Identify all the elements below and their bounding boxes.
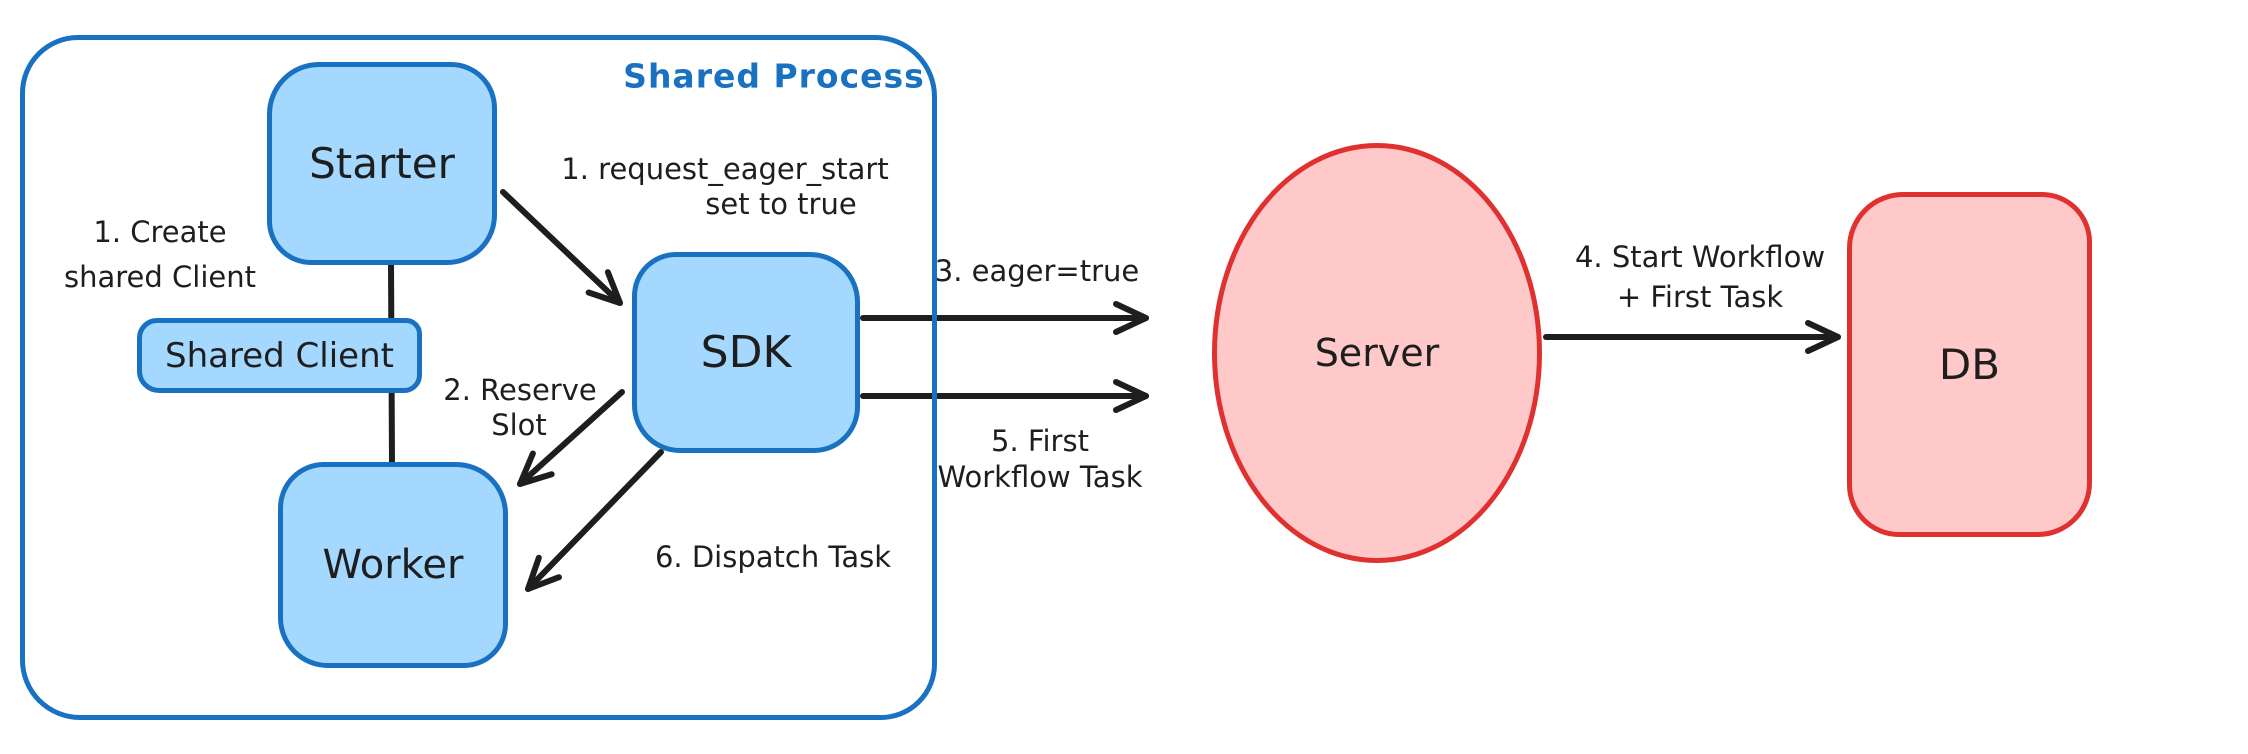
node-worker-label: Worker — [322, 542, 464, 588]
edge-label-eager-true: 3. eager=true — [934, 254, 1140, 288]
edge-label-request-eager-line2: set to true — [705, 187, 857, 221]
arrow-6-sdk-to-worker — [525, 449, 664, 592]
node-shared-client: Shared Client — [137, 318, 422, 393]
node-sdk-label: SDK — [700, 327, 792, 378]
arrow-1-starter-to-sdk — [500, 189, 623, 306]
node-starter: Starter — [267, 62, 497, 265]
arrow-2-sdk-to-worker — [517, 389, 625, 487]
node-sdk: SDK — [632, 252, 860, 453]
shared-process-label: Shared Process — [623, 56, 925, 96]
edge-label-first-workflow-task-line1: 5. First — [991, 424, 1089, 458]
edge-label-first-workflow-task-line2: Workflow Task — [937, 460, 1143, 494]
node-worker: Worker — [278, 462, 508, 668]
node-server-label: Server — [1314, 331, 1440, 375]
edge-label-request-eager-line1: 1. request_eager_start — [561, 152, 889, 186]
node-db: DB — [1847, 192, 2092, 537]
node-starter-label: Starter — [309, 139, 455, 188]
edge-label-create-client-line2: shared Client — [64, 260, 256, 294]
edge-label-start-workflow-line1: 4. Start Workflow — [1574, 240, 1826, 274]
node-db-label: DB — [1938, 340, 2001, 389]
node-shared-client-label: Shared Client — [165, 335, 394, 376]
edge-label-dispatch-task: 6. Dispatch Task — [654, 540, 892, 574]
node-server: Server — [1212, 143, 1542, 563]
edge-label-create-client-line1: 1. Create — [93, 215, 227, 249]
edge-label-start-workflow-line2: + First Task — [1616, 280, 1784, 314]
shared-process-container — [20, 35, 937, 720]
edge-label-reserve-slot-line2: Slot — [491, 408, 547, 442]
edge-label-reserve-slot-line1: 2. Reserve — [443, 373, 597, 407]
